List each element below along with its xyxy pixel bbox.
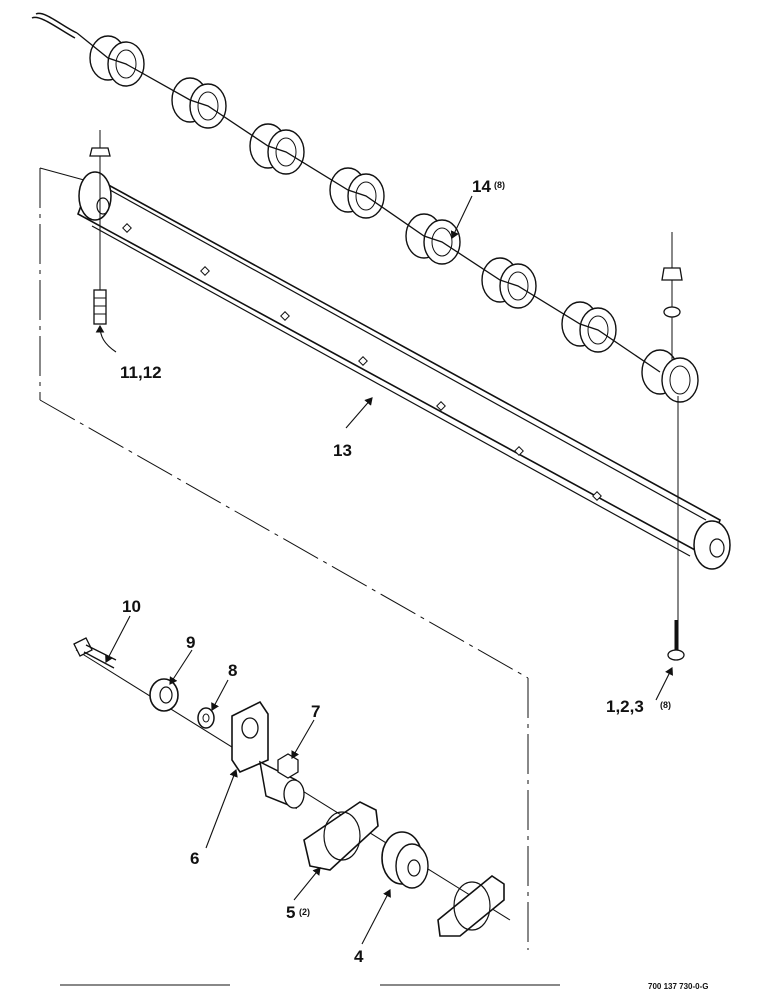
- crank-arm: [231, 700, 305, 810]
- callout-11-12: 11,12: [120, 363, 162, 382]
- right-fastener-stack: [661, 232, 685, 661]
- callout-1-2-3-quantity: (8): [660, 700, 671, 710]
- callout-13: 13: [333, 441, 352, 460]
- nut: [277, 753, 299, 779]
- bearing: [381, 831, 429, 889]
- flange-plate-front: [303, 801, 379, 871]
- callout-5-quantity: (2): [299, 907, 310, 917]
- callout-6: 6: [190, 849, 199, 868]
- leader-arrows: [95, 195, 673, 945]
- callout-9: 9: [186, 633, 195, 652]
- bolt: [73, 637, 117, 669]
- callout-5: 5: [286, 903, 295, 922]
- callout-1-2-3: 1,2,3: [606, 697, 644, 716]
- flange-plate-rear: [437, 875, 505, 937]
- bearing-assembly: [73, 637, 511, 937]
- callout-4: 4: [354, 947, 364, 966]
- callout-7: 7: [311, 702, 320, 721]
- tine-bar: [77, 171, 731, 570]
- roller: [149, 678, 179, 712]
- left-fastener-stack: [89, 130, 111, 325]
- callout-8: 8: [228, 661, 237, 680]
- callout-14: 14: [472, 177, 491, 196]
- callout-14-quantity: (8): [494, 180, 505, 190]
- drawing-reference-number: 700 137 730-0-G: [648, 982, 709, 991]
- washer: [197, 707, 215, 729]
- assembly-boundary-lines: [39, 167, 529, 950]
- callout-10: 10: [122, 597, 141, 616]
- tine-spring-coil: [641, 349, 699, 403]
- mounting-holes: [122, 223, 602, 501]
